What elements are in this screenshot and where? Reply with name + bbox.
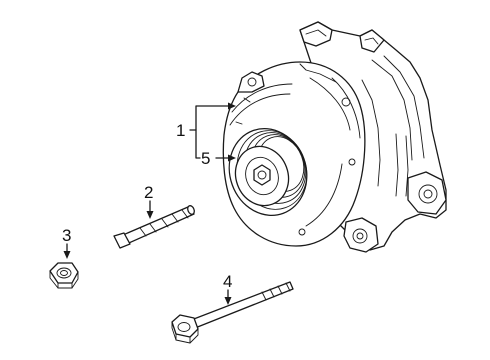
callout-5: 5 xyxy=(201,149,210,168)
pulley xyxy=(228,128,308,216)
nut xyxy=(49,243,79,289)
callout-2: 2 xyxy=(144,183,153,202)
callout-4: 4 xyxy=(223,272,232,291)
stud xyxy=(113,200,195,249)
bolt xyxy=(171,281,294,344)
callout-1: 1 xyxy=(176,121,185,140)
leader-lines xyxy=(189,102,236,162)
callout-3: 3 xyxy=(62,226,71,245)
